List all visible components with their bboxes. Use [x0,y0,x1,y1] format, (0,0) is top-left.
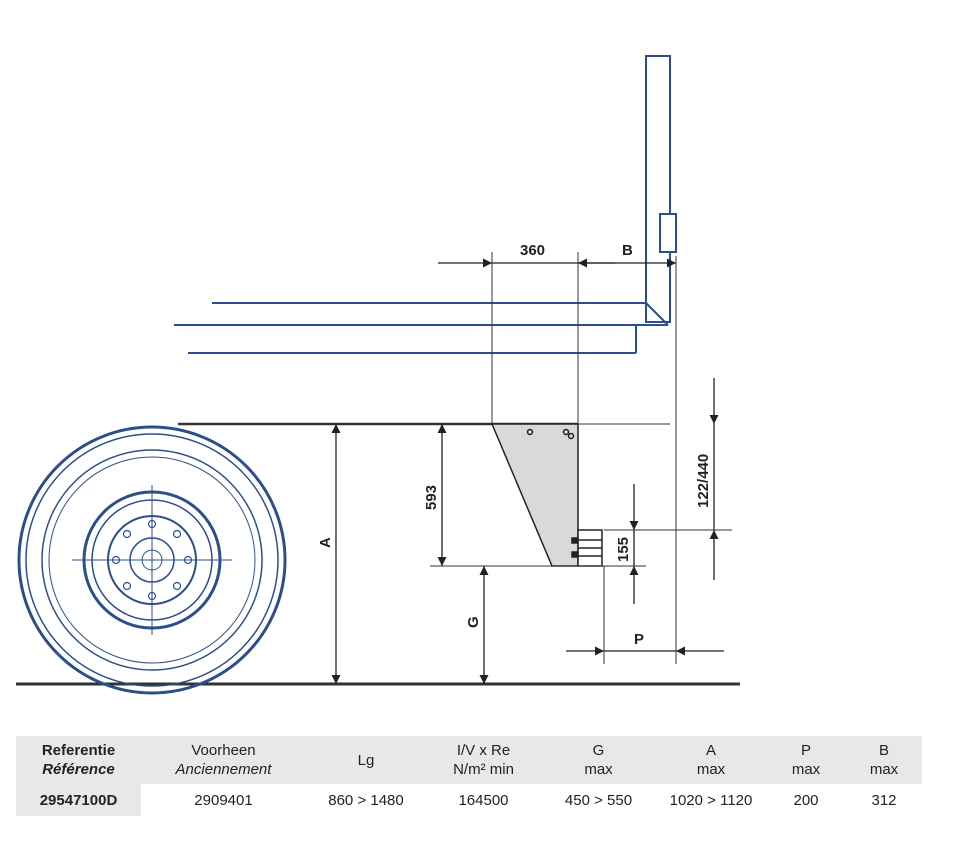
header-line: P [800,742,811,759]
cell-p: 200 [793,791,819,809]
header-line: G [592,742,605,759]
header-line: Lg [357,751,375,769]
header-reference: Referentie Référence [16,736,141,784]
header-a: A max [656,736,766,784]
dim-label-360: 360 [520,242,545,259]
header-subline: max [696,761,726,778]
header-g: G max [541,736,656,784]
header-subline: max [791,761,821,778]
extension-lines [430,252,732,664]
underrun-bracket [490,423,603,567]
header-b: B max [846,736,922,784]
header-subline: Anciennement [175,761,272,778]
cell-lg: 860 > 1480 [328,791,404,809]
wheel [17,425,287,695]
header-lg: Lg [306,736,426,784]
cell-a: 1020 > 1120 [669,791,753,809]
header-line: B [878,742,889,759]
table-header-row: Referentie Référence Voorheen Ancienneme… [16,736,922,784]
cell-g: 450 > 550 [564,791,633,809]
cell-b: 312 [871,791,897,809]
dim-label-g: G [465,616,482,628]
specification-table: Referentie Référence Voorheen Ancienneme… [16,736,922,816]
header-line: I/V x Re [456,742,511,759]
header-subline: max [584,761,613,778]
header-subline: Référence [42,761,115,778]
header-subline: N/m² min [453,761,514,778]
dimension-lines [331,258,724,684]
vehicle-body [174,55,677,354]
dim-label-155: 155 [615,537,632,562]
table-row: 29547100D 2909401 860 > 1480 164500 450 … [16,784,922,816]
dim-label-p: P [634,631,644,648]
dim-label-122-440: 122/440 [695,454,712,508]
header-line: Voorheen [191,742,256,759]
dim-label-593: 593 [423,485,440,510]
header-line: Referentie [41,742,116,759]
header-p: P max [766,736,846,784]
cell-reference: 29547100D [16,784,141,816]
cell-iv-re: 164500 [458,791,509,809]
header-iv-re: I/V x Re N/m² min [426,736,541,784]
dim-label-b: B [622,242,633,259]
technical-drawing: 360 B A 593 G 155 122/440 P [16,55,740,695]
cell-former: 2909401 [194,791,253,809]
header-line: A [705,742,716,759]
dim-label-a: A [317,537,334,548]
header-former: Voorheen Anciennement [141,736,306,784]
header-subline: max [869,761,899,778]
